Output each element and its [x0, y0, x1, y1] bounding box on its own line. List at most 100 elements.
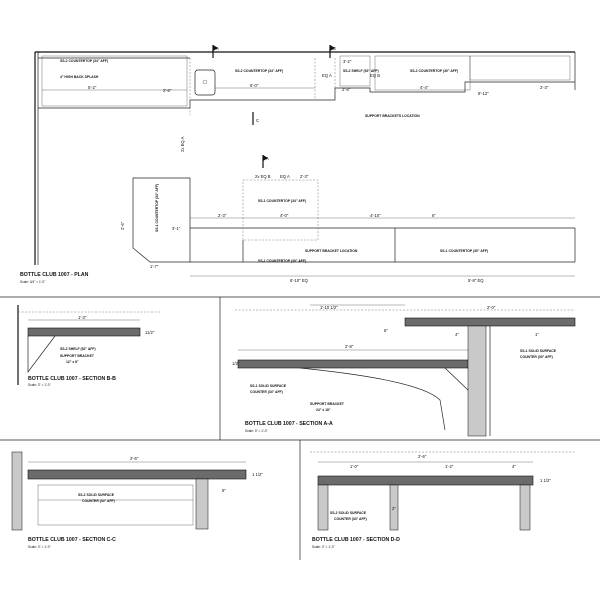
plan-label-ss1-4: SS-1 COUNTERTOP (30" AFF) [440, 249, 488, 253]
section-bb: 1'-3" 11/2" SS-2 SHELF (52" AFF) SUPPORT… [17, 305, 160, 387]
plan-dim-island-4: 6" [432, 213, 436, 218]
plan-label-ss1-2: SS-1 COUNTERTOP (34" AFF) [155, 184, 159, 232]
saa-label-ss1-high: SS-1 SOLID SURFACE [520, 349, 557, 353]
sdd-support-right [519, 484, 531, 531]
plan-dim-eq-top: 2x EQ B [255, 174, 271, 179]
sdd-dim-5: 2" [392, 506, 396, 511]
plan-dim-left-1: 3'-1" [172, 226, 181, 231]
plan-island-left [132, 177, 191, 263]
sdd-dim-4: 4" [512, 464, 516, 469]
scc-scale: Scale: 3" = 1'-0" [28, 545, 51, 549]
scc-dim-3: 1 1/2" [252, 472, 263, 477]
saa-counter-high [404, 317, 576, 327]
sbb-label-size: 12" x 8" [66, 360, 79, 364]
saa-scale: Scale: 3" = 1'-0" [245, 429, 268, 433]
saa-dim-7: 1/2" [232, 361, 240, 366]
sdd-support-mid [389, 484, 399, 531]
plan-dim-eqb: EQ B [370, 73, 380, 78]
plan-sink-drain [202, 79, 208, 85]
sdd-dim-1: 2'-6" [418, 454, 427, 459]
plan-dim-3: 6'-0" [250, 83, 259, 88]
plan-raised-counter-outline [242, 179, 319, 241]
scc-cabinet [37, 484, 194, 526]
plan-counter-ss2-far [469, 55, 571, 81]
plan-section-mark-c: C [252, 112, 259, 125]
sdd-dim-3: 1'-2" [445, 464, 454, 469]
saa-bracket-curve [299, 367, 446, 431]
plan-dim-8: 3'-2" [343, 59, 352, 64]
saa-dim-4: 6" [384, 328, 388, 333]
scc-label-1: SS-2 SOLID SURFACE [78, 493, 115, 497]
saa-title: BOTTLE CLUB 1007 - SECTION A-A [245, 421, 333, 427]
plan-title: BOTTLE CLUB 1007 - PLAN [20, 272, 89, 278]
plan-label-ss1-3: SS-1 COUNTERTOP (30" AFF) [258, 259, 306, 263]
svg-text:C: C [256, 118, 259, 123]
plan-label-ss1-1: SS-1 COUNTERTOP (34" AFF) [258, 199, 306, 203]
plan-section-mark-b: A [212, 45, 219, 58]
plan-dim-left-3: 1'-7" [150, 264, 159, 269]
scc-dim-1: 2'-6" [130, 456, 139, 461]
sdd-support-left [317, 484, 329, 531]
saa-half-wall [467, 325, 487, 437]
plan-dim-island-2: 4'-0" [280, 213, 289, 218]
plan-sink [194, 69, 216, 96]
plan-note-bracket: SUPPORT BRACKET LOCATION [305, 249, 358, 253]
plan-dim-eq-top-2: EQ A [280, 174, 290, 179]
sbb-bracket [27, 335, 56, 374]
plan-scale: Scale: 3/4" = 1'-0" [20, 280, 45, 284]
saa-label-ss1-low: SS-1 SOLID SURFACE [250, 384, 287, 388]
plan-note-brackets: SUPPORT BRACKETS LOCATION [365, 114, 420, 118]
saa-dim-5: 1" [535, 332, 539, 337]
plan-section-mark-a: B [329, 45, 336, 58]
plan-dim-5: 4'-4" [420, 85, 429, 90]
plan-label-ss2-2: SS-2 COUNTERTOP (34" AFF) [235, 69, 283, 73]
sbb-dim-2: 11/2" [145, 330, 155, 335]
saa-label-ss1-low-2: COUNTER (34" AFF) [250, 390, 283, 394]
svg-text:A: A [266, 156, 269, 161]
saa-label-bracket-size: 24" x 18" [316, 408, 331, 412]
plan-dim-bottom-2: 5'-8" EQ [468, 278, 484, 283]
plan-dim-bottom-1: 6'-10" EQ [290, 278, 309, 283]
sbb-scale: Scale: 3" = 1'-0" [28, 383, 51, 387]
plan-dim-vertical: 2x EQ A [180, 136, 185, 152]
scc-dim-2: 6" [222, 488, 226, 493]
sbb-shelf [27, 327, 141, 337]
saa-bracket-brace [444, 367, 469, 391]
plan-view: A B A C SS-2 COUNTERTOP (34" AFF) 4" HIG… [20, 45, 576, 284]
plan-section-mark-a2: A [262, 155, 269, 168]
sdd-dim-6: 1 1/2" [540, 478, 551, 483]
scc-label-2: COUNTER (34" AFF) [82, 499, 115, 503]
sbb-label-shelf: SS-2 SHELF (52" AFF) [60, 347, 96, 351]
scc-title: BOTTLE CLUB 1007 - SECTION C-C [28, 537, 116, 543]
section-aa: 2'-8" 1'-10 1/2" 2'-0" 6" 1" 4" 1/2" SS-… [232, 304, 576, 437]
saa-label-ss1-high-2: COUNTER (30" AFF) [520, 355, 553, 359]
scc-wall [11, 451, 23, 531]
sdd-scale: Scale: 3" = 1'-0" [312, 545, 335, 549]
plan-dim-left-2: 2'-6" [120, 221, 125, 230]
plan-label-ss2-1: SS-2 COUNTERTOP (34" AFF) [60, 59, 108, 63]
plan-dim-4: 2'-6" [342, 87, 351, 92]
plan-dim-eq-top-3: 2'-3" [300, 174, 309, 179]
saa-dim-3: 2'-0" [487, 305, 496, 310]
plan-dim-eqa: EQ A [322, 73, 332, 78]
plan-dim-2: 2'-6" [163, 88, 172, 93]
saa-dim-2: 1'-10 1/2" [320, 305, 338, 310]
sdd-title: BOTTLE CLUB 1007 - SECTION D-D [312, 537, 400, 543]
plan-dim-1: 5'-2" [88, 85, 97, 90]
saa-dim-1: 2'-8" [345, 344, 354, 349]
scc-support [195, 478, 209, 530]
svg-text:B: B [333, 46, 336, 51]
plan-dim-7: 2'-3" [540, 85, 549, 90]
section-cc: 2'-6" 6" 1 1/2" SS-2 SOLID SURFACE COUNT… [11, 451, 263, 549]
plan-dim-island-1: 2'-3" [218, 213, 227, 218]
sbb-label-bracket: SUPPORT BRACKET [60, 354, 95, 358]
svg-text:A: A [216, 46, 219, 51]
plan-back-counter-edge [38, 81, 575, 109]
saa-dim-6: 4" [455, 332, 459, 337]
sbb-dim-1: 1'-3" [78, 315, 87, 320]
sdd-dim-2: 1'-0" [350, 464, 359, 469]
plan-counter-ss2-left [41, 55, 188, 107]
sdd-counter [317, 475, 534, 486]
plan-dim-6: 8'-12" [478, 91, 489, 96]
